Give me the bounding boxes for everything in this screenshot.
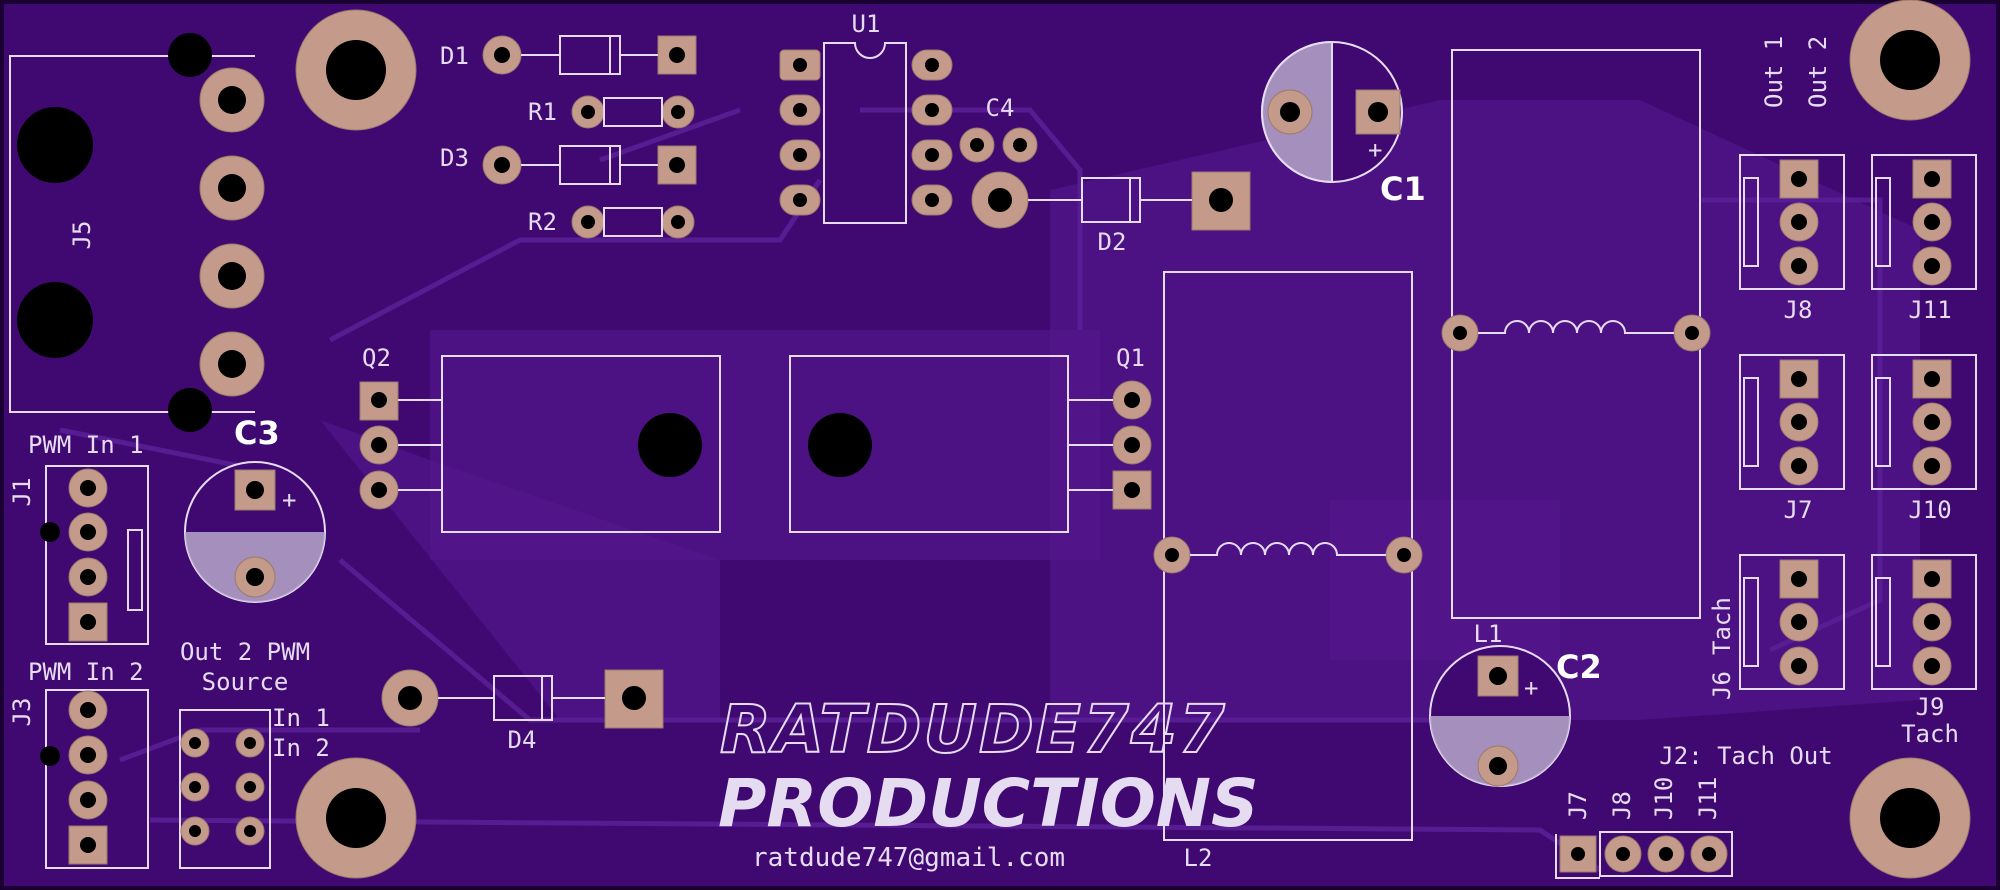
branding: RATDUDE747 PRODUCTIONS ratdude747@gmail.… [718,690,1259,873]
jumper-out2-pwm-source: Out 2 PWM Source In 1 In 2 [179,638,330,869]
c2-plus: + [1524,674,1538,702]
ref-j11: J11 [1908,296,1951,324]
connector-j1: PWM In 1 J1 [8,431,149,645]
ref-u1: U1 [852,10,881,38]
ref-r1: R1 [528,98,557,126]
c3-plus: + [282,486,296,514]
label-out2-pwm: Out 2 PWM [180,638,310,666]
label-in-2: In 2 [272,734,330,762]
label-out-2: Out 2 [1804,36,1832,108]
ref-c2: C2 [1556,648,1602,686]
ref-d4: D4 [508,726,537,754]
c1-plus: + [1368,136,1382,164]
ref-j10: J10 [1908,496,1951,524]
mounting-hole [1849,0,1971,121]
mounting-hole [295,9,417,131]
capacitor-c1: + C1 [1261,40,1426,208]
header-j6: J6 Tach [1708,554,1845,700]
j2-pin-label-j7: J7 [1564,791,1592,820]
resistor-r1: R1 [528,95,695,129]
connector-j2: J2: Tach Out J7 J8 J10 J11 [1555,742,1833,879]
label-j9-tach: Tach [1901,720,1959,748]
label-j2-tach-out: J2: Tach Out [1659,742,1832,770]
label-pwm-in-1: PWM In 1 [28,431,144,459]
ref-q2: Q2 [362,344,391,372]
header-j8: J8 [1739,154,1845,324]
ref-r2: R2 [528,208,557,236]
mounting-hole [1849,757,1971,879]
brand-email: ratdude747@gmail.com [752,843,1065,873]
transistor-q2: Q2 [359,344,721,533]
header-j11: J11 [1871,154,1977,324]
connector-j3: PWM In 2 J3 [8,658,149,869]
ref-l2: L2 [1184,844,1213,872]
mounting-holes [295,0,1971,879]
ref-j7: J7 [1784,496,1813,524]
ref-c1: C1 [1380,170,1426,208]
label-pwm-in-2: PWM In 2 [28,658,144,686]
ref-j1: J1 [8,478,36,507]
j2-pin-label-j8: J8 [1608,791,1636,820]
label-in-1: In 1 [272,704,330,732]
diode-d1: D1 [440,35,697,75]
resistor-r2: R2 [528,205,695,239]
ref-j6: J6 [1708,671,1736,700]
capacitor-c3: + C3 [184,414,326,603]
ref-d3: D3 [440,144,469,172]
label-out-1: Out 1 [1760,36,1788,108]
inductor-l1: L1 [1441,49,1711,648]
mounting-hole [295,757,417,879]
ref-j8: J8 [1784,296,1813,324]
ref-j5: J5 [68,221,96,250]
header-j7: J7 [1739,354,1845,524]
ref-j9: J9 [1916,693,1945,721]
transistor-q1: Q1 [789,344,1152,533]
ref-l1: L1 [1474,620,1503,648]
ref-c4: C4 [986,94,1015,122]
capacitor-c2: + C2 [1429,645,1602,787]
label-source: Source [202,668,289,696]
ic-u1: U1 [779,10,953,224]
brand-line-1: RATDUDE747 [720,691,1227,768]
diode-d2: D2 [971,171,1251,256]
ref-d2: D2 [1098,228,1127,256]
ref-c3: C3 [234,414,280,452]
header-j10: J10 [1871,354,1977,524]
diode-d4: D4 [381,669,664,754]
connector-j5: J5 [9,33,265,432]
label-j6-tach: Tach [1708,597,1736,655]
j2-pin-label-j10: J10 [1650,777,1678,820]
ref-q1: Q1 [1116,344,1145,372]
header-j9: J9 Tach [1871,554,1977,748]
ref-j3: J3 [8,698,36,727]
j2-pin-label-j11: J11 [1694,777,1722,820]
diode-d3: D3 [440,144,697,185]
capacitor-c4: C4 [959,94,1038,163]
brand-line-2: PRODUCTIONS [718,765,1259,842]
ref-d1: D1 [440,42,469,70]
inductor-l2: L2 [1153,271,1423,872]
